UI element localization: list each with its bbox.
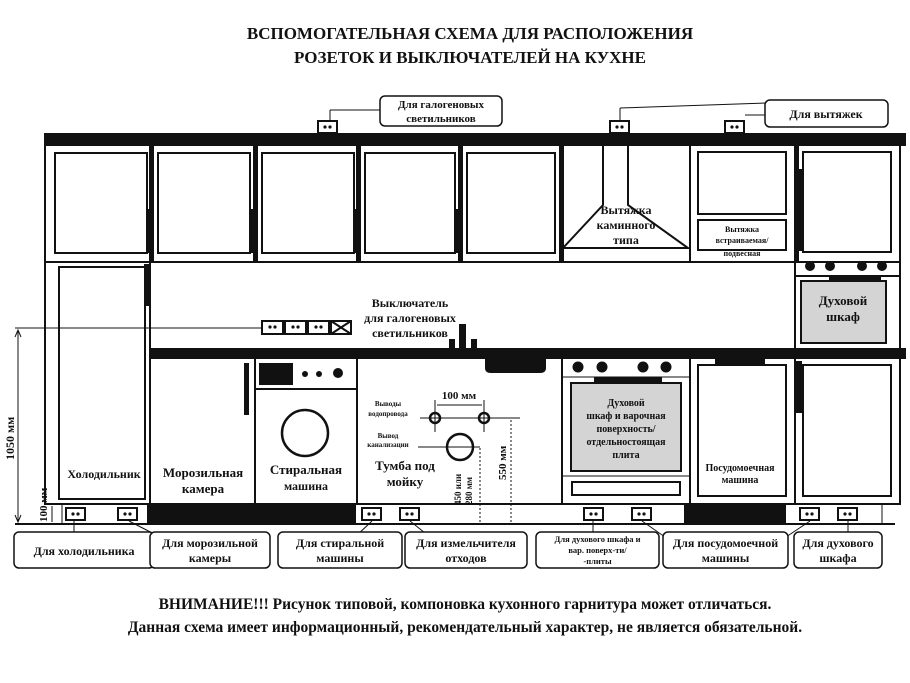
footer-line-1: ВНИМАНИЕ!!! Рисунок типовой, компоновка … [158,596,772,613]
stove-label-1: Духовой [607,398,645,409]
footer-line-2: Данная схема имеет информационный, реком… [127,619,803,636]
bottom-label-text: Для морозильной [162,536,258,550]
stove-label-5: плита [612,450,639,461]
sink [485,357,546,373]
socket-icon [399,507,420,521]
bottom-label-text: Для духового шкафа и [554,534,640,544]
right-base-door [802,364,892,497]
fridge-label: Холодильник [67,467,140,481]
label-halogen-2: светильников [406,113,476,125]
socket-icon [317,120,338,134]
total-height-label: 1050 мм [3,417,17,460]
oven-top-label-2: шкаф [826,309,860,324]
washer-label-2: машина [284,479,328,493]
builtin-hood [697,219,787,251]
freezer-label-2: камера [182,481,225,496]
bottom-label-text: Для посудомоечной [673,536,778,550]
bottom-label-text: Для измельчителя [416,536,516,550]
stove-label-4: отдельностоящая [586,437,666,448]
socket-icon [609,120,630,134]
socket-icon [361,507,382,521]
label-halogen-1: Для галогеновых [398,99,485,111]
hood-builtin-label-1: Вытяжка [725,225,759,234]
bottom-label-text: -плиты [583,556,612,566]
washer-label-1: Стиральная [270,462,342,477]
bottom-label: Для холодильника [13,531,155,569]
water-height-label: 550 мм [497,445,509,480]
hood-chimney-label-1: Вытяжка [600,203,651,217]
sewer-height-label-1: 450 или [453,474,463,505]
switch-label-2: для галогеновых [364,311,456,325]
label-hoods: Для вытяжек [789,107,862,121]
water-outlets-label-1: Выводы [375,400,402,408]
dimension-lines [14,328,53,524]
switch-sockets [261,320,352,335]
socket-icon [799,507,820,521]
water-outlets-label-2: водопровода [368,410,408,418]
bottom-label-text: камеры [189,551,232,565]
countertop [149,348,906,359]
hood-builtin-label-2: встраиваемая/ [716,236,770,245]
sewer-outlet-label-2: канализации [367,441,408,449]
sink-cabinet-label-1: Тумба под [375,458,435,473]
label-halogen-box [379,95,503,127]
dishwasher-label-1: Посудомоечная [705,463,775,474]
bottom-label-text: отходов [445,551,487,565]
hood-chimney-label-2: каминного [597,218,656,232]
oven-top-label-1: Духовой [819,293,868,308]
dishwasher [697,364,787,497]
bottom-label-text: вар. поверх-ти/ [568,545,627,555]
title-line-1: ВСПОМОГАТЕЛЬНАЯ СХЕМА ДЛЯ РАСПОЛОЖЕНИЯ [246,24,694,43]
stove-label-3: поверхность/ [596,424,655,435]
dishwasher-label-2: машина [722,475,759,486]
label-hoods-box [764,99,889,128]
plinth-black-left [147,503,356,525]
stove-label-2: шкаф и варочная [586,411,666,422]
stove-drawer [571,481,681,496]
socket-icon [583,507,604,521]
bottom-label-text: шкафа [819,551,856,565]
stove-oven [570,382,682,472]
washer-drum [280,408,330,458]
stove-burners [572,361,672,373]
sockets [65,120,858,521]
oven-built-in [800,280,887,344]
switch-label-3: светильников [372,326,448,340]
upper-top-bar [44,133,906,146]
bottom-label-text: машины [316,551,364,565]
socket-icon [724,120,745,134]
bottom-label-text: Для стиральной [296,536,384,550]
socket-icon [837,507,858,521]
bottom-label-text: Для холодильника [34,544,135,558]
sewer-height-label-2: 280 мм [464,477,474,505]
plinth-height-label: 100 мм [38,487,50,522]
plinth-black-right [684,503,786,525]
upper-doors [54,144,892,263]
socket-icon [65,507,86,521]
fridge-door [58,266,146,500]
socket-icon [631,507,652,521]
socket-icon [117,507,138,521]
title-line-2: РОЗЕТОК И ВЫКЛЮЧАТЕЛЕЙ НА КУХНЕ [294,48,646,67]
sink-cabinet-label-2: мойку [387,474,424,489]
freezer-label-1: Морозильная [163,465,243,480]
bottom-label-text: Для духового [802,536,873,550]
chimney-hood [560,144,692,249]
upper-cabinets [44,144,901,263]
oven-burners-top [805,261,887,271]
switch-label-1: Выключатель [372,296,449,310]
pipe-spacing-label: 100 мм [442,390,477,402]
hood-chimney-label-3: типа [613,233,639,247]
hood-builtin-label-3: подвесная [724,249,762,258]
sewer-outlet-label-1: Вывод [378,432,399,440]
bottom-label-text: машины [702,551,750,565]
